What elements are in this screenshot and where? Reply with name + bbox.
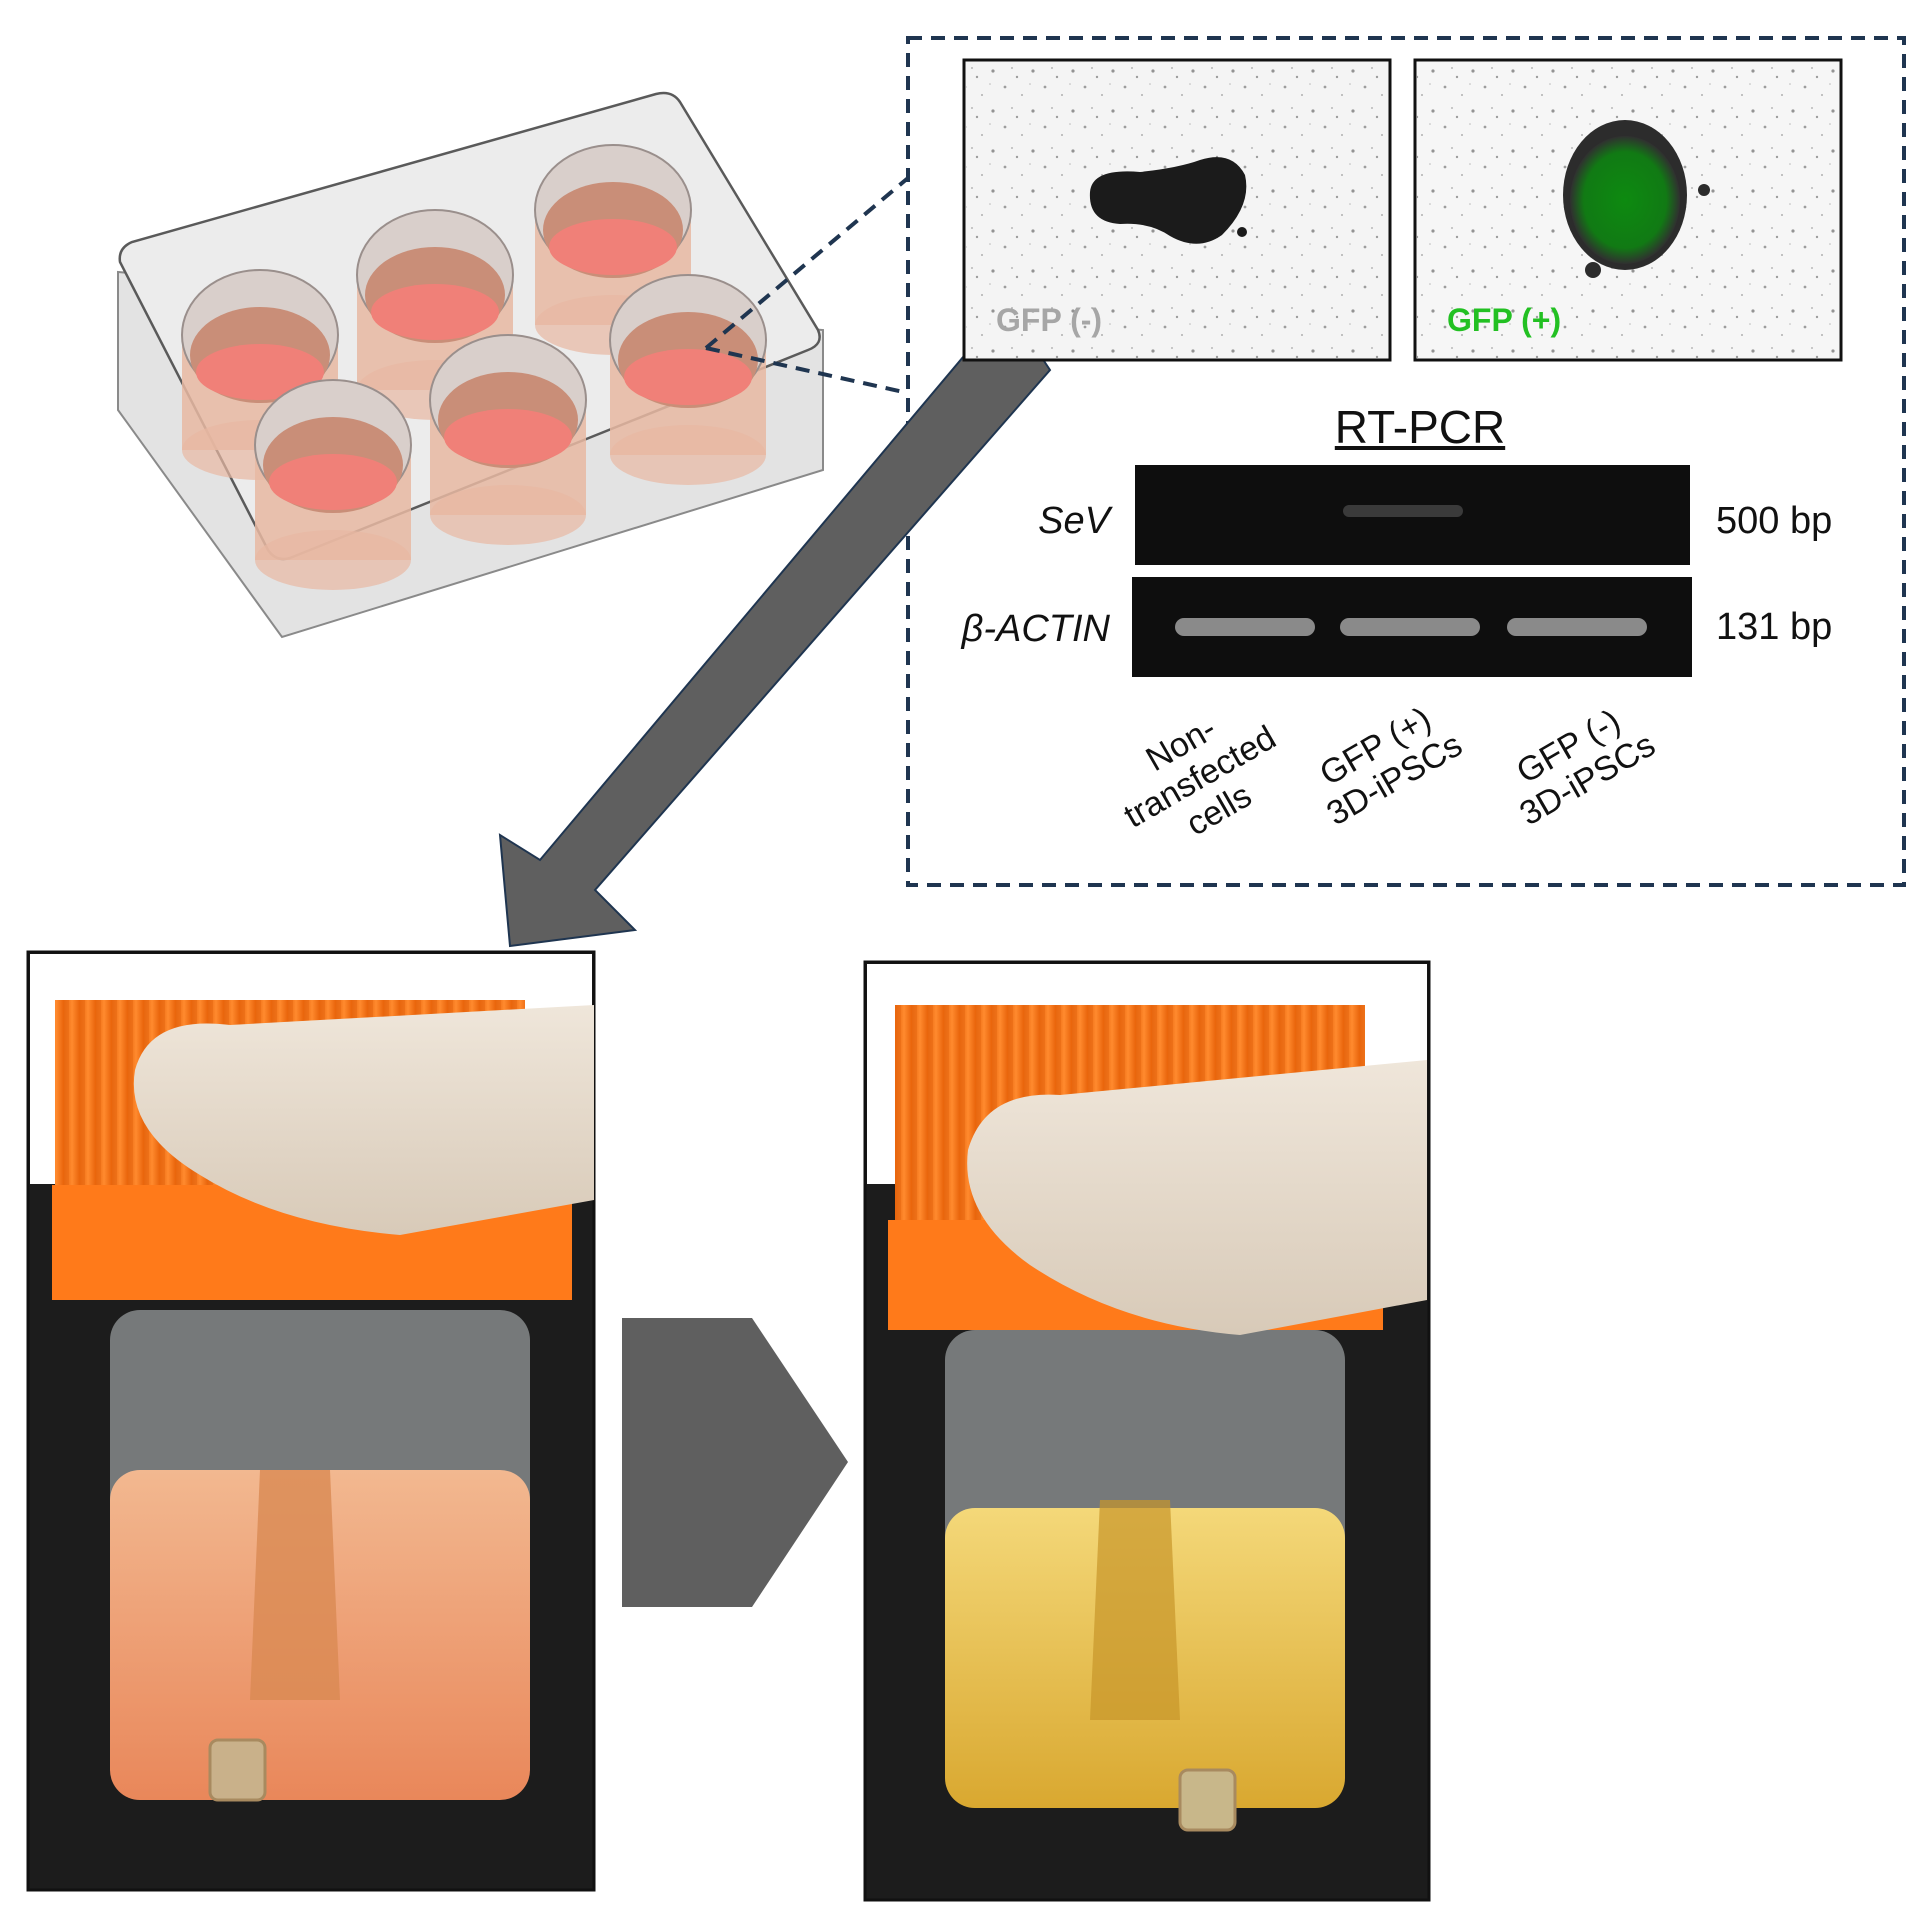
well [609, 274, 767, 485]
gel-band [1507, 618, 1647, 636]
transfer-arrow [498, 308, 1052, 948]
gel-actin [1132, 577, 1692, 677]
well [254, 379, 412, 590]
well [181, 269, 339, 480]
micrograph-gfp-positive [1413, 58, 1843, 362]
step-arrow [622, 1318, 848, 1607]
band-size-131: 131 bp [1716, 606, 1833, 648]
gel-band [1340, 618, 1480, 636]
gene-label-actin: β-ACTIN [961, 608, 1110, 650]
gloved-finger [133, 1005, 594, 1235]
micrograph-label-gfp-positive: GFP (+) [1447, 302, 1562, 338]
well [429, 334, 587, 545]
band-size-500: 500 bp [1716, 500, 1833, 542]
gel-band [1175, 618, 1315, 636]
photo-after [863, 960, 1431, 1902]
micrograph-label-gfp-negative: GFP (-) [996, 302, 1103, 338]
spheroid-gfp-positive [1570, 136, 1680, 264]
gel-sev [1135, 465, 1690, 565]
gene-label-sev: SeV [1038, 500, 1110, 542]
six-well-plate [117, 91, 824, 639]
well [356, 209, 514, 420]
zoom-line-top [704, 176, 910, 350]
zoom-line-bottom [705, 346, 909, 395]
micrograph-gfp-negative [962, 58, 1392, 362]
photo-before [26, 950, 596, 1892]
rtpcr-title: RT-PCR [1334, 401, 1506, 453]
gel-band [1343, 505, 1463, 517]
spheroid-negative [1089, 157, 1247, 244]
gloved-finger [967, 1060, 1427, 1335]
